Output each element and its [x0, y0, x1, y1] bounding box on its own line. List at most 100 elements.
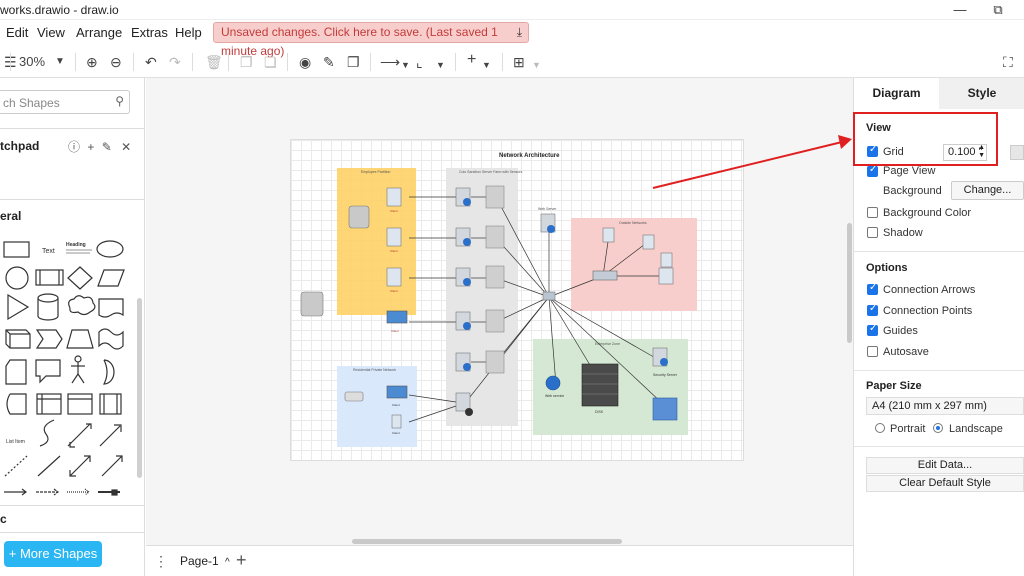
shape-cube[interactable] — [5, 329, 31, 349]
client-pc-icon[interactable] — [386, 267, 402, 287]
zoom-out-icon[interactable]: ⊖ — [110, 54, 122, 70]
undo-icon[interactable]: ↶ — [145, 54, 157, 70]
shape-link-arrow[interactable] — [4, 488, 27, 496]
external-server-icon[interactable] — [300, 291, 324, 317]
shapes-scrollbar[interactable] — [137, 298, 142, 478]
shape-cloud[interactable] — [68, 295, 96, 316]
menu-help[interactable]: Help — [175, 25, 202, 40]
employee-zone[interactable] — [337, 168, 416, 315]
shape-internal-storage[interactable] — [36, 393, 62, 415]
grid-checkbox[interactable] — [867, 144, 878, 157]
insert-dropdown-icon[interactable]: ▼ — [482, 60, 491, 70]
shape-or[interactable] — [103, 359, 115, 385]
restore-icon[interactable]: ⧉ — [993, 2, 1003, 17]
server-icon[interactable] — [348, 205, 370, 229]
tab-style[interactable]: Style — [939, 78, 1024, 109]
menu-extras[interactable]: Extras — [131, 25, 168, 40]
shape-directional-connector[interactable] — [101, 455, 123, 477]
menu-arrange[interactable]: Arrange — [76, 25, 123, 40]
close-icon[interactable]: ✕ — [121, 140, 132, 154]
laptop-icon[interactable] — [386, 310, 408, 324]
page-view-checkbox[interactable] — [867, 164, 878, 177]
shape-parallelogram[interactable] — [97, 269, 125, 287]
shape-curve[interactable] — [39, 419, 55, 447]
add-icon[interactable]: + — [87, 140, 95, 154]
scratchpad-title[interactable]: tchpad — [0, 139, 40, 153]
shape-card[interactable] — [5, 359, 27, 385]
pages-menu-icon[interactable]: ⋮ — [154, 553, 168, 569]
edit-data-button[interactable]: Edit Data... — [866, 457, 1024, 474]
delete-icon[interactable]: 🗑 — [205, 54, 223, 70]
external-network-zone[interactable] — [571, 218, 697, 311]
autosave-checkbox[interactable] — [867, 346, 878, 357]
canvas[interactable]: Network Architecture Employee Partition … — [146, 78, 853, 545]
zoom-in-icon[interactable]: ⊕ — [86, 54, 98, 70]
search-icon[interactable]: ⚲ — [115, 94, 124, 108]
firewall-icon[interactable] — [485, 225, 505, 249]
client-pc-icon[interactable] — [658, 267, 674, 285]
shape-arrow[interactable] — [99, 424, 122, 447]
waypoints-dropdown-icon[interactable]: ▼ — [436, 60, 445, 70]
shape-step[interactable] — [35, 329, 63, 349]
portrait-radio[interactable] — [875, 423, 885, 433]
residential-zone[interactable] — [337, 366, 417, 447]
client-pc-icon[interactable] — [642, 234, 655, 250]
guides-checkbox[interactable] — [867, 323, 878, 336]
router-icon[interactable] — [344, 391, 364, 402]
more-shapes-button[interactable]: + More Shapes — [4, 541, 102, 567]
diagram-page[interactable]: Network Architecture Employee Partition … — [290, 139, 744, 461]
shape-rectangle[interactable] — [3, 241, 30, 258]
shape-callout[interactable] — [35, 359, 61, 384]
menu-view[interactable]: View — [37, 25, 65, 40]
unsaved-changes-banner[interactable]: Unsaved changes. Click here to save. (La… — [213, 22, 529, 58]
fullscreen-icon[interactable]: ⛶ — [1003, 54, 1013, 70]
grid-size-input[interactable]: 0.100 " ▲▼ — [943, 144, 987, 161]
clear-default-style-button[interactable]: Clear Default Style — [866, 475, 1024, 492]
shape-list-item[interactable]: List Item — [6, 439, 25, 445]
shape-text[interactable]: Text — [42, 248, 55, 255]
general-section-header[interactable]: eral — [0, 209, 22, 223]
connection-dropdown-icon[interactable]: ▼ — [401, 60, 410, 70]
waypoints-icon[interactable]: ⌞ — [416, 54, 423, 70]
hub-icon[interactable] — [542, 291, 556, 301]
client-pc-icon[interactable] — [602, 227, 615, 243]
zoom-dropdown-icon[interactable]: ▼ — [55, 56, 65, 67]
add-page-icon[interactable]: + — [236, 550, 247, 570]
to-back-icon[interactable]: ❏ — [264, 54, 277, 70]
tab-diagram[interactable]: Diagram — [872, 86, 921, 100]
fill-color-icon[interactable]: ◉ — [299, 54, 312, 70]
shape-tape[interactable] — [98, 328, 124, 350]
grid-color-swatch[interactable] — [1010, 145, 1024, 160]
shadow-checkbox[interactable] — [867, 227, 878, 238]
shape-dashed-arrow[interactable] — [36, 488, 59, 496]
landscape-radio[interactable] — [933, 423, 943, 433]
server-icon[interactable] — [455, 392, 471, 412]
grid-stepper-icon[interactable]: ▲▼ — [978, 144, 985, 159]
switch-icon[interactable] — [592, 270, 618, 281]
page-tab-menu-icon[interactable]: ^ — [225, 557, 230, 568]
shape-dashed-line[interactable] — [4, 455, 28, 477]
line-color-icon[interactable]: ✎ — [323, 54, 335, 70]
background-color-checkbox[interactable] — [867, 207, 878, 218]
shape-process[interactable] — [35, 269, 64, 286]
laptop-icon[interactable] — [386, 385, 408, 399]
shape-triangle[interactable] — [7, 293, 30, 321]
insert-icon[interactable]: + — [467, 51, 477, 68]
diagram-title[interactable]: Network Architecture — [499, 153, 560, 159]
shadow-icon[interactable]: ❐ — [347, 54, 360, 70]
help-icon[interactable]: ⓘ — [68, 140, 81, 154]
canvas-horizontal-scrollbar[interactable] — [352, 539, 622, 544]
menu-edit[interactable]: Edit — [6, 25, 29, 40]
shape-dotted-arrow[interactable] — [67, 488, 90, 496]
firewall-icon[interactable] — [485, 350, 505, 374]
table-dropdown-icon[interactable]: ▼ — [532, 60, 541, 70]
building-icon[interactable] — [652, 397, 678, 421]
firewall-icon[interactable] — [485, 309, 505, 333]
shape-circle[interactable] — [5, 266, 29, 290]
connection-points-checkbox[interactable] — [867, 303, 878, 316]
client-pc-icon[interactable] — [386, 187, 402, 207]
shape-heading[interactable]: Heading — [66, 242, 86, 248]
shape-cylinder[interactable] — [37, 293, 59, 321]
shape-double-arrow[interactable] — [69, 455, 91, 477]
disk-storage-icon[interactable] — [581, 363, 619, 407]
